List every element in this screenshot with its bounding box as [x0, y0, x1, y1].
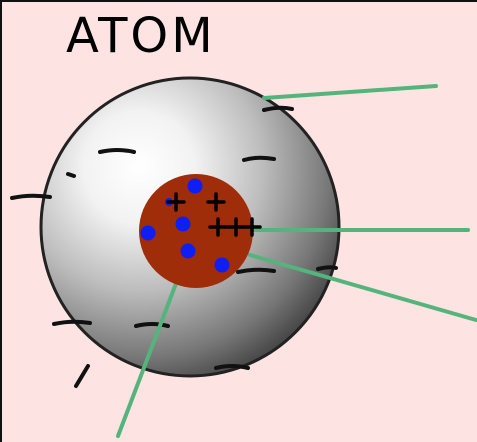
electron [316, 265, 338, 271]
nucleus-pointer [248, 253, 477, 322]
electrons [10, 105, 338, 388]
neutron [180, 243, 196, 259]
electron [10, 193, 52, 200]
neutron [214, 257, 230, 273]
electron [98, 148, 136, 154]
electron [242, 155, 276, 162]
proton [226, 217, 246, 237]
electron-cloud-pointer [262, 84, 438, 100]
electron [66, 172, 76, 178]
electron [134, 322, 170, 328]
proton [242, 217, 262, 237]
neutron [187, 178, 203, 194]
proton [166, 192, 186, 212]
electron [262, 105, 294, 112]
electron [236, 267, 276, 274]
diagram-title: ATOM [66, 8, 216, 64]
neutron [140, 225, 156, 241]
neutron [175, 216, 191, 232]
electron [52, 319, 92, 326]
electron [214, 364, 250, 370]
proton [208, 217, 228, 237]
neutrons [140, 178, 230, 273]
protons [166, 192, 262, 237]
proton [206, 192, 226, 212]
electron [74, 364, 90, 388]
